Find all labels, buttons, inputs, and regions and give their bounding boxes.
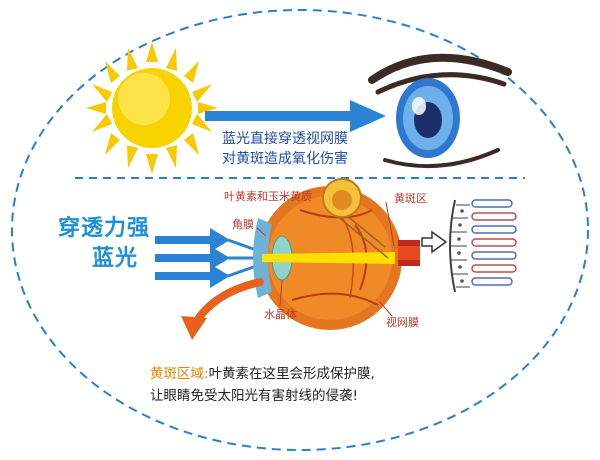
left-label-line-1: 穿透力强 — [58, 216, 151, 241]
incoming-blue-arrows — [155, 228, 230, 288]
top-caption-line-2: 对黄斑造成氧化伤害 — [222, 151, 348, 167]
top-caption-line-1: 蓝光直接穿透视网膜 — [222, 131, 348, 147]
retina-cells-diagram — [449, 199, 517, 293]
bottom-note-line-1: 黄斑区域:叶黄素在这里会形成保护膜, — [150, 362, 375, 382]
label-cornea: 角膜 — [232, 218, 254, 231]
eye-icon — [368, 53, 512, 169]
label-retina: 视网膜 — [386, 316, 419, 329]
label-lens: 水晶体 — [264, 308, 297, 321]
sun-icon — [86, 42, 218, 174]
lutein-zoom-circle — [322, 178, 389, 259]
blue-light-arrow — [205, 100, 386, 132]
label-lutein: 叶黄素和玉米黄质 — [224, 190, 312, 203]
label-macula: 黄斑区 — [394, 192, 427, 205]
outline-arrow-icon — [421, 230, 448, 254]
label-leader-lines — [256, 201, 395, 317]
bottom-note-line-1-text: 叶黄素在这里会形成保护膜, — [208, 366, 375, 382]
dashed-ellipse-border — [11, 9, 589, 451]
left-label-line-2: 蓝光 — [92, 246, 139, 271]
bottom-note-key: 黄斑区域: — [150, 366, 209, 382]
reflection-arrow — [181, 278, 264, 340]
bottom-note-line-2: 让眼睛免受太阳光有害射线的侵袭! — [150, 388, 358, 404]
